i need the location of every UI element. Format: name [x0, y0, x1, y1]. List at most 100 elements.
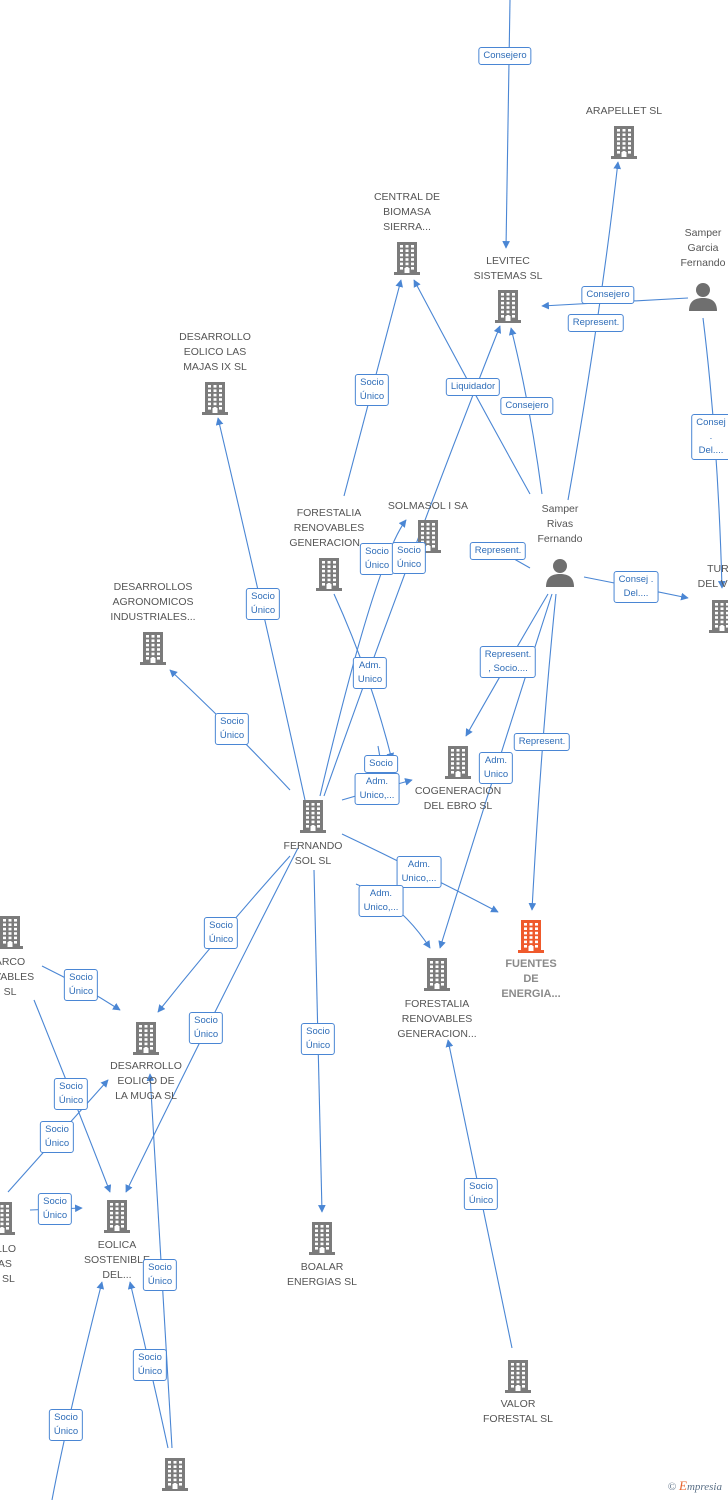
node-label[interactable]: VALOR FORESTAL SL	[482, 1398, 554, 1425]
brand-logo-initial: E	[679, 1478, 687, 1493]
company-node[interactable]	[372, 957, 502, 991]
node-label[interactable]: FORESTALIA RENOVABLES GENERACION...	[289, 507, 369, 549]
edge-label[interactable]: Adm. Unico,...	[358, 885, 404, 917]
node-label[interactable]: LEVITEC SISTEMAS SL	[473, 255, 543, 282]
company-node[interactable]	[110, 1457, 240, 1491]
edge-label[interactable]: Socio Único	[132, 1349, 168, 1381]
company-node[interactable]	[342, 241, 472, 275]
company-node[interactable]	[453, 1359, 583, 1393]
edge-label[interactable]: Adm. Unico,...	[354, 773, 400, 805]
building-icon	[445, 746, 471, 779]
edge-label[interactable]: Consej . Del....	[691, 414, 728, 460]
company-node[interactable]	[88, 631, 218, 665]
node-label[interactable]: EOLICA SOSTENIBLE DEL...	[84, 1239, 150, 1281]
edge-label[interactable]: Represent. , Socio....	[479, 646, 537, 678]
node-label[interactable]: FERNANDO SOL SL	[283, 840, 343, 867]
node-label[interactable]: OLLO LAS VI SL	[0, 1243, 16, 1285]
building-icon	[424, 958, 450, 991]
building-icon	[394, 242, 420, 275]
edge-label[interactable]: Represent.	[567, 314, 625, 332]
node-label[interactable]: DESARROLLO EOLICO LAS MAJAS IX SL	[179, 331, 251, 373]
person-node[interactable]	[495, 557, 625, 587]
edge-label[interactable]: Socio Único	[142, 1259, 178, 1291]
edge-label[interactable]: Adm. Unico	[352, 657, 388, 689]
building-icon	[140, 632, 166, 665]
node-label[interactable]: FORESTALIA RENOVABLES GENERACION...	[397, 998, 477, 1040]
edge-label[interactable]: Socio Único	[48, 1409, 84, 1441]
building-icon	[0, 1202, 15, 1235]
edge-label[interactable]: Socio Único	[463, 1178, 499, 1210]
building-icon	[518, 920, 544, 953]
company-node[interactable]	[257, 1221, 387, 1255]
building-icon	[0, 916, 23, 949]
company-node[interactable]	[0, 915, 75, 949]
person-node[interactable]	[638, 281, 728, 311]
company-node[interactable]	[264, 557, 394, 591]
edge-label[interactable]: Liquidador	[445, 378, 501, 396]
edge-line	[51, 1281, 105, 1500]
node-label[interactable]: TURO DEL VIE...	[697, 563, 728, 590]
company-node[interactable]	[466, 919, 596, 953]
edge-label[interactable]: Socio Único	[53, 1078, 89, 1110]
edge-label[interactable]: Socio Único	[37, 1193, 73, 1225]
edge-label[interactable]: Represent.	[513, 733, 571, 751]
brand-footer: © Empresia	[668, 1478, 722, 1494]
building-icon	[611, 126, 637, 159]
edge-label[interactable]: Socio Único	[300, 1023, 336, 1055]
edge-line	[502, 0, 511, 249]
company-node[interactable]	[248, 799, 378, 833]
company-node[interactable]	[393, 745, 523, 779]
building-icon	[495, 290, 521, 323]
node-label[interactable]: CENTRAL DE BIOMASA SIERRA...	[373, 191, 441, 233]
node-label[interactable]: Samper Garcia Fernando	[680, 227, 726, 269]
node-label[interactable]: SOLMASOL I SA	[387, 500, 469, 512]
building-icon	[300, 800, 326, 833]
edge-label[interactable]: Socio Único	[203, 917, 239, 949]
node-label[interactable]: BOALAR ENERGIAS SL	[286, 1261, 358, 1288]
edge-label[interactable]: Socio Único	[391, 542, 427, 574]
node-label[interactable]: DESARROLLO EOLICO DE LA MUGA SL	[110, 1060, 182, 1102]
person-icon	[689, 283, 717, 311]
person-icon	[546, 559, 574, 587]
edge-label[interactable]: Socio Único	[39, 1121, 75, 1153]
edge-label[interactable]: Socio Único	[359, 543, 395, 575]
node-label[interactable]: ARAPELLET SL	[585, 105, 663, 117]
edge-label[interactable]: Socio	[364, 755, 398, 773]
company-node[interactable]	[559, 125, 689, 159]
node-label[interactable]: Samper Rivas Fernando	[537, 503, 583, 545]
node-label[interactable]: FUENTES DE ENERGIA...	[501, 958, 561, 1000]
edge-label[interactable]: Socio Único	[214, 713, 250, 745]
edge-label[interactable]: Represent.	[469, 542, 527, 560]
node-label[interactable]: DESARROLLOS AGRONOMICOS INDUSTRIALES...	[110, 581, 196, 623]
edge-line	[528, 593, 557, 911]
edge-label[interactable]: Consejero	[500, 397, 554, 415]
company-node[interactable]	[81, 1021, 211, 1055]
building-icon	[104, 1200, 130, 1233]
building-icon	[505, 1360, 531, 1393]
edge-label[interactable]: Consejero	[581, 286, 635, 304]
building-icon	[133, 1022, 159, 1055]
edge-label[interactable]: Socio Único	[188, 1012, 224, 1044]
company-node[interactable]	[52, 1199, 182, 1233]
company-node[interactable]	[443, 289, 573, 323]
building-icon	[709, 600, 728, 633]
company-node[interactable]	[0, 1201, 67, 1235]
building-icon	[316, 558, 342, 591]
edge-label[interactable]: Adm. Unico	[478, 752, 514, 784]
edge-label[interactable]: Socio Único	[245, 588, 281, 620]
company-node[interactable]	[657, 599, 728, 633]
building-icon	[309, 1222, 335, 1255]
company-node[interactable]	[150, 381, 280, 415]
edge-label[interactable]: Adm. Unico,...	[396, 856, 442, 888]
building-icon	[162, 1458, 188, 1491]
building-icon	[202, 382, 228, 415]
edge-label[interactable]: Consejero	[478, 47, 532, 65]
node-label[interactable]: COGENERACION DEL EBRO SL	[414, 785, 502, 812]
edge-label[interactable]: Consej . Del....	[613, 571, 659, 603]
brand-logo-text: mpresia	[686, 1481, 722, 1493]
copyright-symbol: ©	[667, 1481, 677, 1493]
node-label[interactable]: ARCO OVABLES SL	[0, 956, 35, 998]
edge-line	[319, 519, 407, 797]
edge-label[interactable]: Socio Único	[354, 374, 390, 406]
edge-label[interactable]: Socio Único	[63, 969, 99, 1001]
